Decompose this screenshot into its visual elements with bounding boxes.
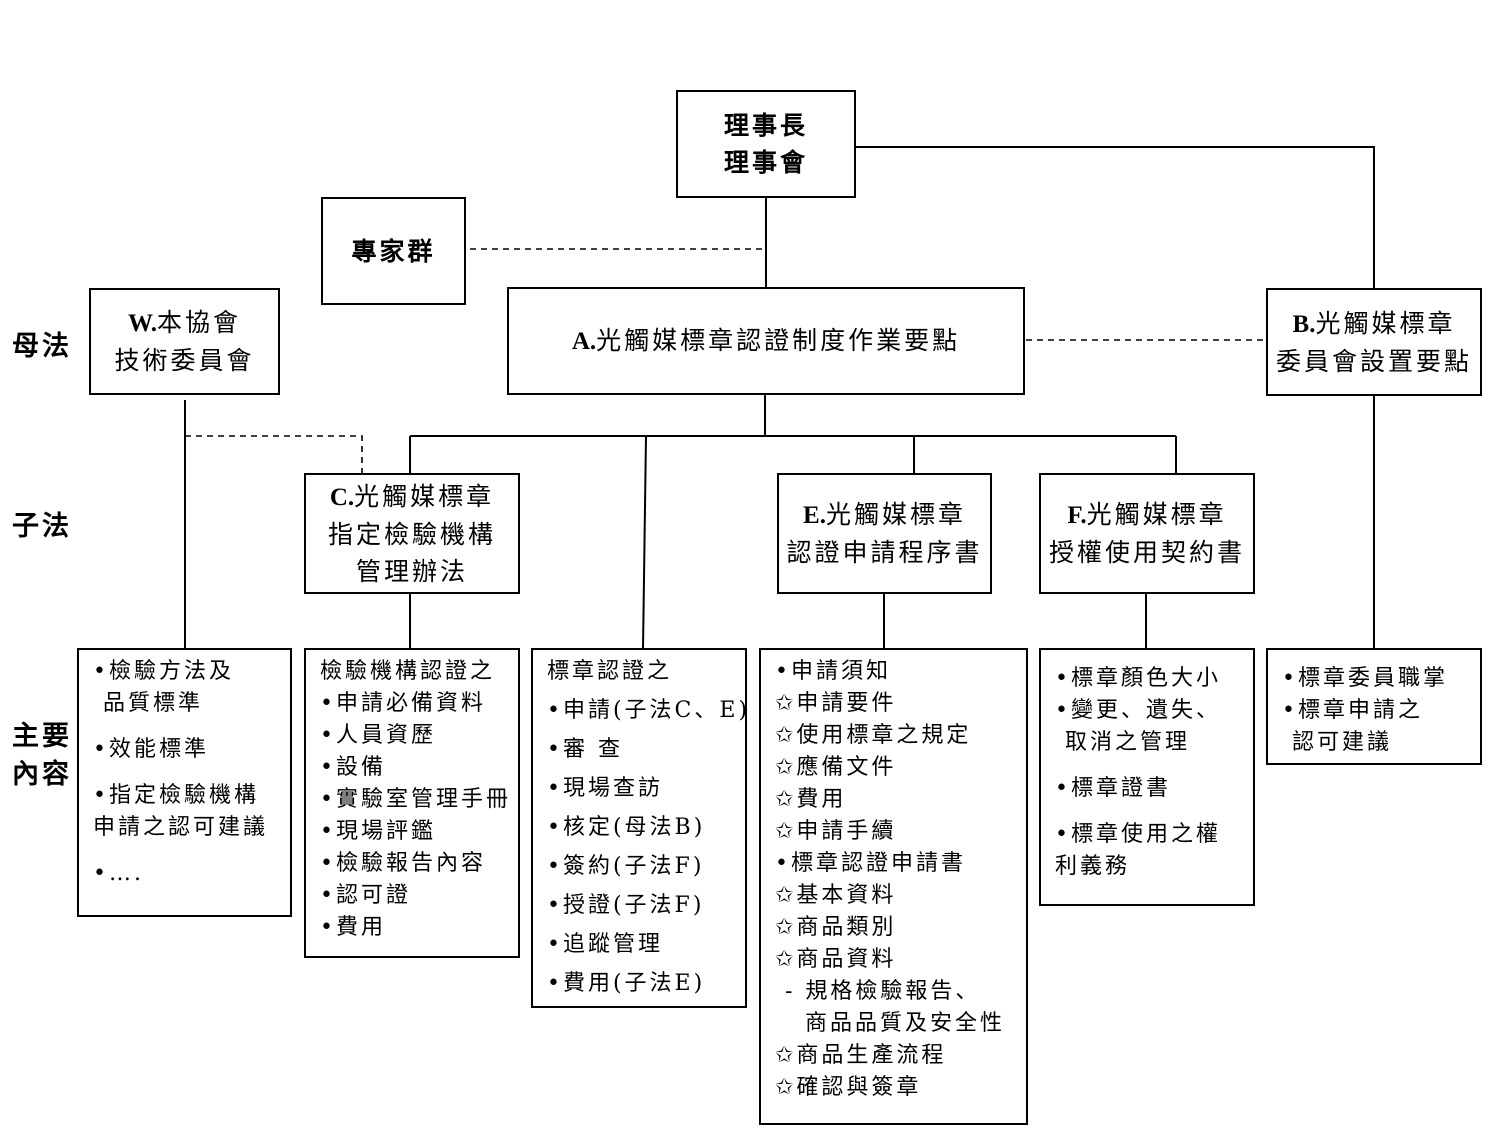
committee-rules-line1-text: 光觸媒標章 xyxy=(1315,308,1456,338)
committee-rules-code: B. xyxy=(1292,310,1316,338)
list-item: •標章認證申請書 xyxy=(775,851,966,876)
tech-committee-box: W.本協會 技術委員會 xyxy=(89,288,280,395)
chairman-line1: 理事長 xyxy=(723,111,808,140)
list-item: •人員資歷 xyxy=(320,723,436,748)
lab-rules-line2: 指定檢驗機構 xyxy=(327,519,496,549)
list-item: 品質標準 xyxy=(103,691,204,716)
list-item: •實驗室管理手冊 xyxy=(320,787,511,812)
committee-rules-line2: 委員會設置要點 xyxy=(1275,346,1472,376)
list-item: •…. xyxy=(93,861,144,886)
list-item: •標章證書 xyxy=(1055,776,1171,801)
list-item: ✩商品類別 xyxy=(775,915,897,940)
list-item: •檢驗報告內容 xyxy=(320,851,486,876)
list-item: •現場查訪 xyxy=(547,776,663,801)
list-item: •標章申請之 xyxy=(1282,698,1423,723)
list-item: ✩確認與簽章 xyxy=(775,1075,922,1100)
label-main-content: 主要 內容 xyxy=(12,718,72,794)
list-item: •申請須知 xyxy=(775,659,891,684)
license-contract-line2: 授權使用契約書 xyxy=(1048,538,1245,567)
tech-committee-line2: 技術委員會 xyxy=(114,346,255,375)
list-item: •標章顏色大小 xyxy=(1055,666,1221,691)
content-box-b: •標章委員職掌 •標章申請之 認可建議 xyxy=(1266,648,1482,765)
content-box-f: •標章顏色大小 •變更、遺失、 取消之管理 •標章證書 •標章使用之權 利義務 xyxy=(1039,648,1255,906)
lab-rules-line1-text: 光觸媒標章 xyxy=(354,481,495,511)
application-procedure-code: E. xyxy=(803,502,826,529)
list-item: •標章使用之權 xyxy=(1055,822,1221,847)
content-box-w: •檢驗方法及 品質標準 •效能標準 •指定檢驗機構 申請之認可建議 •…. xyxy=(77,648,292,917)
list-item: •現場評鑑 xyxy=(320,819,436,844)
list-item: ✩申請要件 xyxy=(775,691,897,716)
license-contract-line1: F.光觸媒標章 xyxy=(1067,496,1226,534)
tech-committee-code: W. xyxy=(128,310,157,337)
list-item: •認可證 xyxy=(320,883,411,908)
main-rules-text: 光觸媒標章認證制度作業要點 xyxy=(596,326,961,355)
list-item: 認可建議 xyxy=(1292,730,1393,755)
dashed-tech-lab-link xyxy=(185,435,363,474)
list-item: •設備 xyxy=(320,755,386,780)
list-item: ✩費用 xyxy=(775,787,847,812)
chairman-box: 理事長 理事會 xyxy=(676,90,856,198)
connector-to-mark-content xyxy=(642,435,647,650)
list-item: 檢驗機構認證之 xyxy=(320,659,496,684)
list-item: ✩基本資料 xyxy=(775,883,897,908)
main-rules-code: A. xyxy=(571,328,597,355)
list-item: •授證(子法F) xyxy=(547,893,705,918)
label-main-content-line2: 內容 xyxy=(12,759,72,790)
list-item: 商品品質及安全性 xyxy=(805,1011,1006,1036)
list-item: •標章委員職掌 xyxy=(1282,666,1448,691)
lab-rules-line3: 管理辦法 xyxy=(355,556,468,586)
label-sub-law: 子法 xyxy=(12,511,72,542)
list-item: •指定檢驗機構 xyxy=(93,783,259,808)
main-rules-box: A.光觸媒標章認證制度作業要點 xyxy=(507,287,1025,395)
list-item: •費用(子法E) xyxy=(547,971,706,996)
experts-box: 專家群 xyxy=(321,197,466,305)
list-item: •申請必備資料 xyxy=(320,691,486,716)
license-contract-line1-text: 光觸媒標章 xyxy=(1086,500,1227,529)
application-procedure-line1: E.光觸媒標章 xyxy=(803,496,966,534)
list-item: ✩商品資料 xyxy=(775,947,897,972)
list-item: 標章認證之 xyxy=(547,659,673,684)
list-item: ✩商品生產流程 xyxy=(775,1043,947,1068)
list-item: •申請(子法C、E) xyxy=(547,698,751,723)
tech-committee-line1: W.本協會 xyxy=(128,304,241,342)
list-item: ✩使用標章之規定 xyxy=(775,723,972,748)
list-item: 利義務 xyxy=(1055,854,1131,879)
committee-rules-line1: B.光觸媒標章 xyxy=(1293,305,1456,343)
label-main-content-line1: 主要 xyxy=(12,721,72,752)
tech-committee-line1-text: 本協會 xyxy=(156,308,241,337)
application-procedure-line1-text: 光觸媒標章 xyxy=(825,500,966,529)
committee-rules-box: B.光觸媒標章 委員會設置要點 xyxy=(1266,288,1482,396)
content-box-mark: 標章認證之 •申請(子法C、E) •審 查 •現場查訪 •核定(母法B) •簽約… xyxy=(531,648,747,1008)
list-item: •費用 xyxy=(320,915,386,940)
list-item: •檢驗方法及 xyxy=(93,659,234,684)
lab-rules-box: C.光觸媒標章 指定檢驗機構 管理辦法 xyxy=(304,473,520,594)
chairman-line2: 理事會 xyxy=(723,148,808,177)
list-item: 申請之認可建議 xyxy=(93,815,269,840)
connector-chairman-committee-rules xyxy=(855,146,1375,288)
main-rules-title: A.光觸媒標章認證制度作業要點 xyxy=(572,322,960,360)
list-item: - 規格檢驗報告、 xyxy=(785,979,981,1004)
list-item: ✩申請手續 xyxy=(775,819,897,844)
label-parent-law: 母法 xyxy=(12,331,72,362)
license-contract-box: F.光觸媒標章 授權使用契約書 xyxy=(1039,473,1255,594)
list-item: •追蹤管理 xyxy=(547,932,663,957)
list-item: ✩應備文件 xyxy=(775,755,897,780)
application-procedure-line2: 認證申請程序書 xyxy=(786,538,983,567)
list-item: •審 查 xyxy=(547,737,623,762)
list-item: 取消之管理 xyxy=(1065,730,1191,755)
list-item: •簽約(子法F) xyxy=(547,854,705,879)
license-contract-code: F. xyxy=(1067,502,1087,529)
list-item: •變更、遺失、 xyxy=(1055,698,1221,723)
list-item: •效能標準 xyxy=(93,737,209,762)
experts-label: 專家群 xyxy=(351,236,436,266)
list-item: •核定(母法B) xyxy=(547,815,706,840)
lab-rules-code: C. xyxy=(329,483,355,511)
content-box-e: •申請須知 ✩申請要件 ✩使用標章之規定 ✩應備文件 ✩費用 ✩申請手續 •標章… xyxy=(759,648,1028,1125)
content-box-c: 檢驗機構認證之 •申請必備資料 •人員資歷 •設備 •實驗室管理手冊 •現場評鑑… xyxy=(304,648,520,958)
lab-rules-line1: C.光觸媒標章 xyxy=(330,478,494,516)
application-procedure-box: E.光觸媒標章 認證申請程序書 xyxy=(777,473,992,594)
